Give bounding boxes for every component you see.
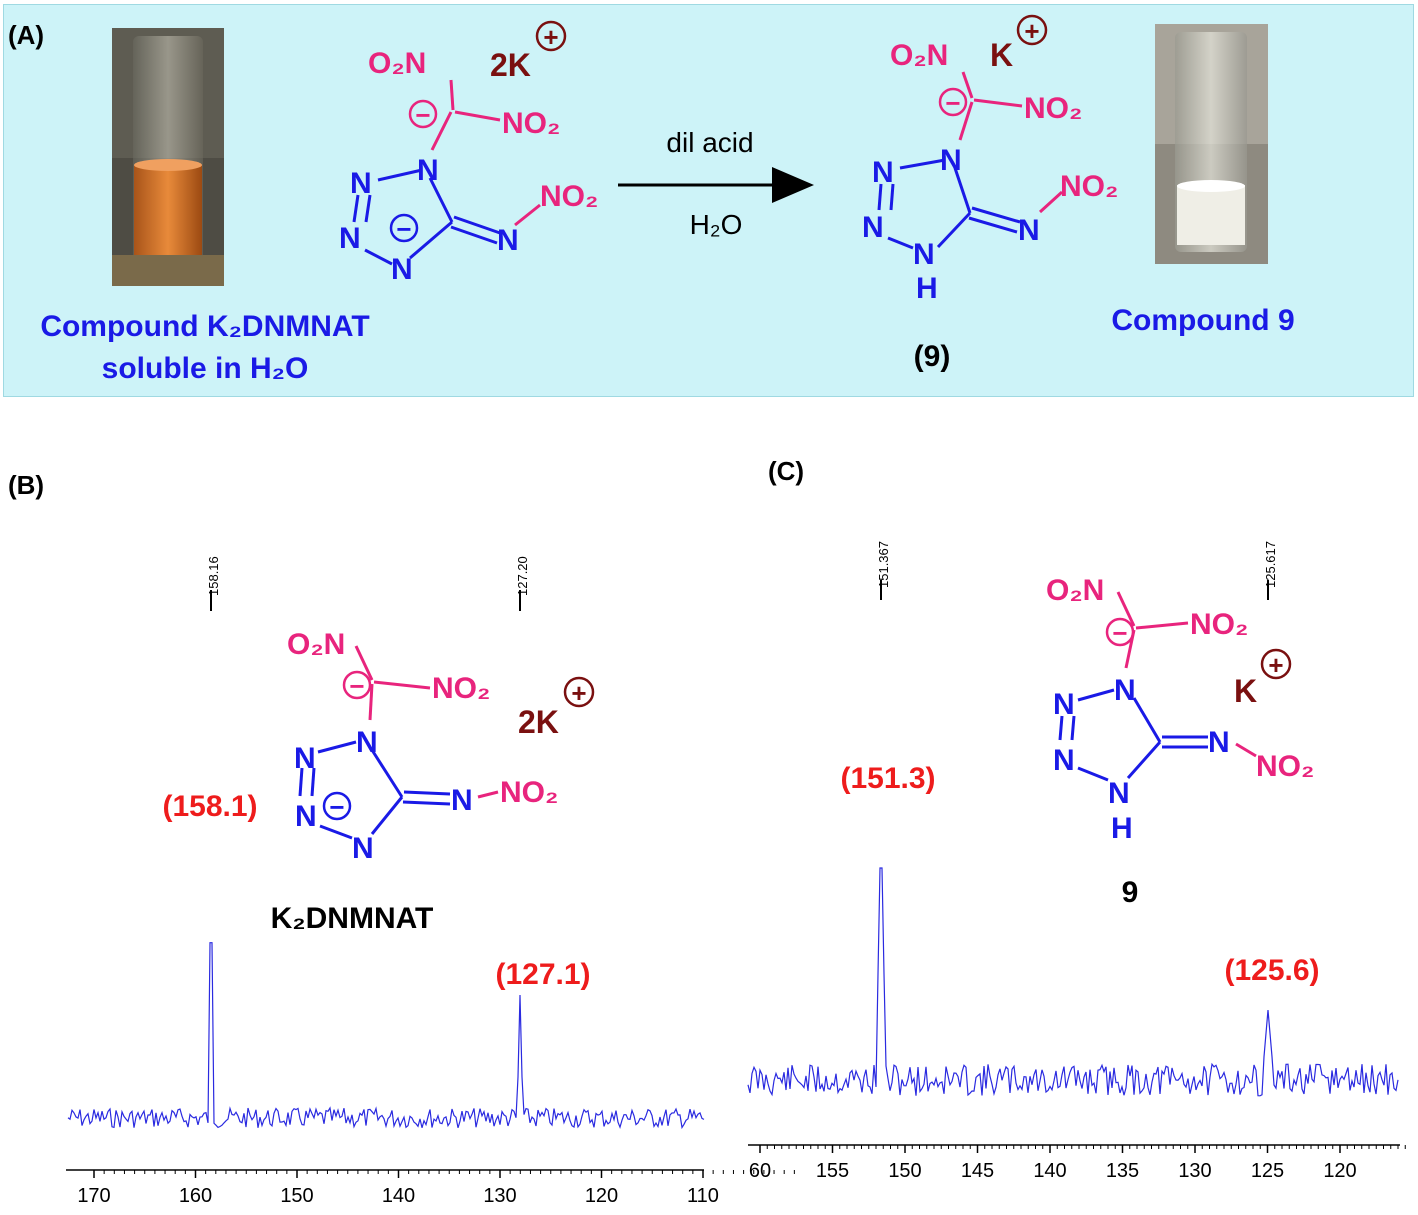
- left-caption-line2: soluble in H₂O: [102, 352, 309, 385]
- panel-c-spectrum-trace: [747, 867, 1399, 1097]
- panel-c-peak-label-2: (125.6): [1224, 954, 1319, 987]
- panel-b-axis-ticks: 170 160 150 140 130 120 110: [77, 1170, 795, 1207]
- svg-text:−: −: [349, 671, 364, 701]
- svg-text:−: −: [945, 88, 960, 118]
- svg-text:N: N: [872, 156, 894, 189]
- panel-c-peak-tick-1: 151.367: [876, 541, 891, 588]
- structure-k2dnmnat-b: O₂N NO₂ − 2K + N N N N N − NO₂: [287, 628, 595, 865]
- svg-text:O₂N: O₂N: [287, 628, 345, 661]
- axis-tick-label: 130: [483, 1185, 516, 1207]
- axis-tick-label: 160: [179, 1185, 212, 1207]
- panel-c-peak-label-1: (151.3): [840, 762, 935, 795]
- panel-b-spectrum-trace: [67, 942, 705, 1130]
- right-vial-photo: [1155, 24, 1268, 264]
- svg-text:O₂N: O₂N: [368, 47, 426, 80]
- panel-b-label: (B): [8, 470, 44, 500]
- panel-b-peak-tick-2: 127.20: [515, 556, 530, 596]
- svg-text:NO₂: NO₂: [1256, 750, 1314, 783]
- panel-b-peak-label-1: (158.1): [162, 790, 257, 823]
- panel-c-axis-ticks: 60 155 150 145 140 135 130 125 120: [749, 1145, 1406, 1182]
- svg-text:N: N: [1018, 214, 1040, 247]
- axis-tick-label: 120: [1323, 1160, 1356, 1182]
- panel-c-compound-name: 9: [1122, 876, 1139, 909]
- svg-text:N: N: [356, 726, 378, 759]
- panel-a-label: (A): [8, 20, 44, 50]
- svg-text:N: N: [391, 253, 413, 286]
- svg-text:N: N: [294, 742, 316, 775]
- svg-text:N: N: [1053, 744, 1075, 777]
- axis-tick-label: 130: [1178, 1160, 1211, 1182]
- svg-text:NO₂: NO₂: [1060, 170, 1118, 203]
- svg-text:NO₂: NO₂: [502, 107, 560, 140]
- svg-text:−: −: [329, 792, 344, 822]
- svg-text:+: +: [1024, 16, 1039, 46]
- panel-c-peak-tick-2: 125.617: [1263, 541, 1278, 588]
- axis-tick-label: 150: [280, 1185, 313, 1207]
- arrow-reagent-bottom: H₂O: [690, 209, 743, 240]
- panel-b-peak-tick-1: 158.16: [206, 556, 221, 596]
- structure-k2dnmnat-a: O₂N NO₂ − 2K + N N N N N − NO₂: [339, 20, 598, 286]
- svg-text:−: −: [1112, 618, 1127, 648]
- axis-tick-label: 155: [816, 1160, 849, 1182]
- svg-text:NO₂: NO₂: [1190, 608, 1248, 641]
- panel-b-peak-label-2: (127.1): [495, 958, 590, 991]
- svg-text:N: N: [352, 832, 374, 865]
- svg-text:N: N: [350, 167, 372, 200]
- structure-compound-9-c: O₂N NO₂ − K + N N N N H N NO₂: [1046, 574, 1314, 845]
- svg-text:NO₂: NO₂: [500, 776, 558, 809]
- svg-text:N: N: [295, 800, 317, 833]
- axis-tick-label: 140: [1033, 1160, 1066, 1182]
- svg-text:N: N: [940, 144, 962, 177]
- axis-tick-label: 60: [749, 1160, 771, 1182]
- compound-9-number: (9): [914, 340, 951, 373]
- svg-text:NO₂: NO₂: [540, 180, 598, 213]
- arrow-reagent-top: dil acid: [666, 127, 753, 158]
- svg-text:N: N: [1108, 777, 1130, 810]
- panel-b-compound-name: K₂DNMNAT: [271, 902, 434, 935]
- structure-compound-9-a: O₂N NO₂ − K + N N N N H N NO₂: [862, 14, 1118, 305]
- svg-text:N: N: [913, 238, 935, 271]
- svg-text:N: N: [417, 154, 439, 187]
- svg-text:−: −: [396, 214, 411, 244]
- svg-text:+: +: [1268, 650, 1283, 680]
- left-vial-photo: [112, 28, 224, 286]
- svg-text:N: N: [451, 784, 473, 817]
- axis-tick-label: 150: [888, 1160, 921, 1182]
- axis-tick-label: 140: [382, 1185, 415, 1207]
- svg-text:NO₂: NO₂: [1024, 92, 1082, 125]
- axis-tick-label: 120: [585, 1185, 618, 1207]
- svg-text:+: +: [571, 678, 586, 708]
- axis-tick-label: 110: [687, 1185, 719, 1207]
- axis-tick-label: 145: [961, 1160, 994, 1182]
- svg-text:NO₂: NO₂: [432, 672, 490, 705]
- svg-text:K: K: [990, 37, 1013, 73]
- svg-text:2K: 2K: [518, 704, 559, 740]
- axis-tick-label: 170: [77, 1185, 110, 1207]
- svg-text:+: +: [543, 22, 558, 52]
- panel-c-label: (C): [768, 456, 804, 486]
- axis-tick-label: 125: [1251, 1160, 1284, 1182]
- left-caption-line1: Compound K₂DNMNAT: [40, 310, 369, 343]
- svg-text:N: N: [339, 222, 361, 255]
- axis-tick-label: 135: [1106, 1160, 1139, 1182]
- svg-text:−: −: [415, 100, 430, 130]
- svg-text:N: N: [1053, 688, 1075, 721]
- svg-text:K: K: [1234, 673, 1257, 709]
- svg-text:2K: 2K: [490, 47, 531, 83]
- svg-text:O₂N: O₂N: [890, 39, 948, 72]
- svg-text:H: H: [1111, 812, 1133, 845]
- svg-text:H: H: [916, 272, 938, 305]
- svg-text:N: N: [1208, 726, 1230, 759]
- svg-text:O₂N: O₂N: [1046, 574, 1104, 607]
- svg-text:N: N: [1114, 674, 1136, 707]
- right-caption: Compound 9: [1111, 304, 1294, 337]
- svg-text:N: N: [497, 224, 519, 257]
- svg-text:N: N: [862, 211, 884, 244]
